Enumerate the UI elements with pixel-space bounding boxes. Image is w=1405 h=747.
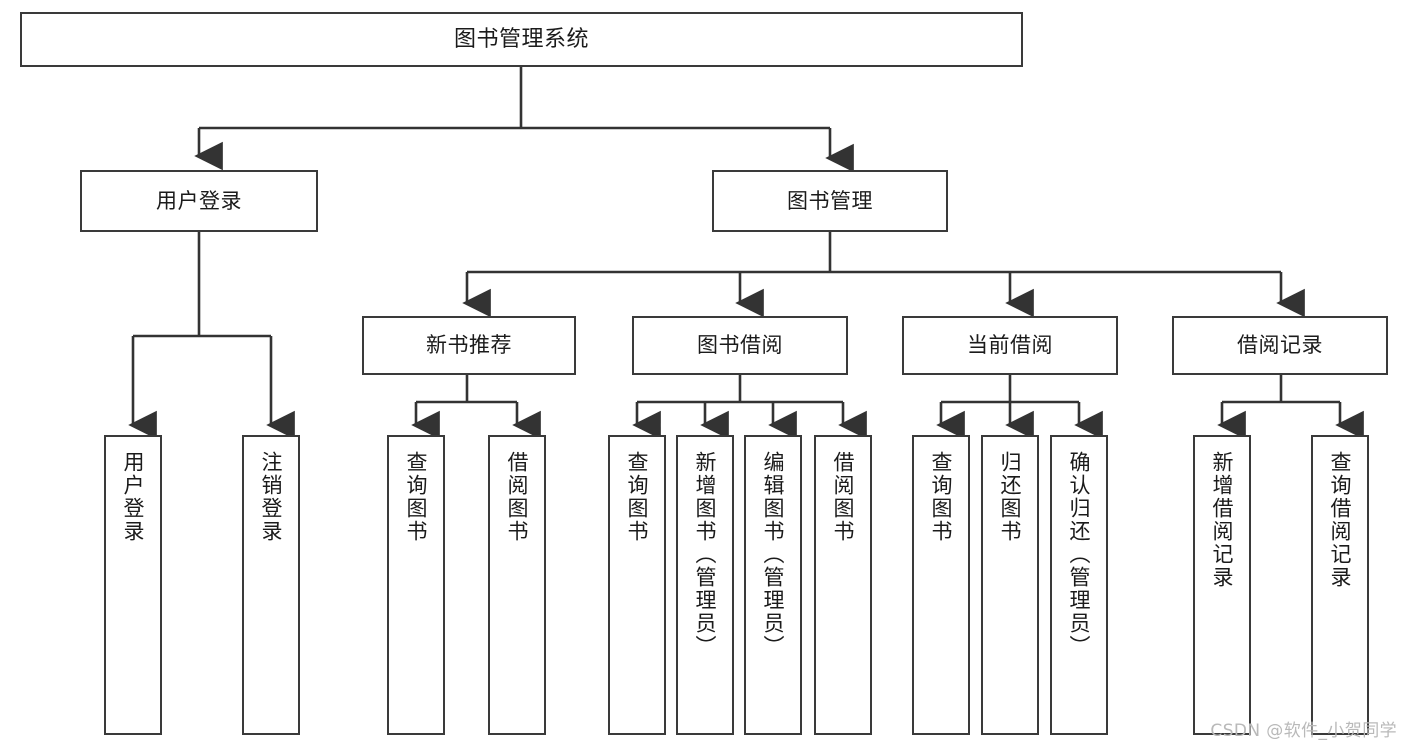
leaf-logout[interactable]: 注销登录 bbox=[242, 435, 300, 735]
leaf-currentborrow-return-book[interactable]: 归还图书 bbox=[981, 435, 1039, 735]
node-label: 编辑图书（管理员） bbox=[761, 451, 786, 658]
node-label: 当前借阅 bbox=[967, 333, 1053, 358]
node-root-system[interactable]: 图书管理系统 bbox=[20, 12, 1023, 67]
node-label: 借阅记录 bbox=[1237, 333, 1323, 358]
leaf-currentborrow-confirm-return[interactable]: 确认归还（管理员） bbox=[1050, 435, 1108, 735]
node-label: 图书管理 bbox=[787, 188, 873, 213]
leaf-bookborrow-borrow-book[interactable]: 借阅图书 bbox=[814, 435, 872, 735]
node-label: 用户登录 bbox=[121, 451, 146, 543]
node-label: 新增图书（管理员） bbox=[693, 451, 718, 658]
node-current-borrow[interactable]: 当前借阅 bbox=[902, 316, 1118, 375]
node-label: 图书借阅 bbox=[697, 333, 783, 358]
node-label: 查询图书 bbox=[929, 451, 954, 543]
node-label: 图书管理系统 bbox=[453, 26, 589, 52]
node-label: 新增借阅记录 bbox=[1210, 451, 1235, 589]
node-user-login[interactable]: 用户登录 bbox=[80, 170, 318, 232]
leaf-borrowrecord-add-record[interactable]: 新增借阅记录 bbox=[1193, 435, 1251, 735]
node-label: 借阅图书 bbox=[505, 451, 530, 543]
node-label: 确认归还（管理员） bbox=[1067, 451, 1092, 658]
node-borrow-record[interactable]: 借阅记录 bbox=[1172, 316, 1388, 375]
node-label: 注销登录 bbox=[259, 451, 284, 543]
node-book-borrow[interactable]: 图书借阅 bbox=[632, 316, 848, 375]
leaf-borrowrecord-query-record[interactable]: 查询借阅记录 bbox=[1311, 435, 1369, 735]
csdn-watermark: CSDN @软件_小贺同学 bbox=[1210, 721, 1397, 741]
leaf-bookborrow-edit-book[interactable]: 编辑图书（管理员） bbox=[744, 435, 802, 735]
node-label: 查询借阅记录 bbox=[1328, 451, 1353, 589]
node-label: 归还图书 bbox=[998, 451, 1023, 543]
leaf-currentborrow-query-book[interactable]: 查询图书 bbox=[912, 435, 970, 735]
node-label: 查询图书 bbox=[625, 451, 650, 543]
leaf-bookborrow-query-book[interactable]: 查询图书 bbox=[608, 435, 666, 735]
node-label: 查询图书 bbox=[404, 451, 429, 543]
node-label: 用户登录 bbox=[156, 188, 242, 213]
leaf-bookborrow-add-book[interactable]: 新增图书（管理员） bbox=[676, 435, 734, 735]
node-book-manage[interactable]: 图书管理 bbox=[712, 170, 948, 232]
node-label: 借阅图书 bbox=[831, 451, 856, 543]
node-label: 新书推荐 bbox=[426, 333, 512, 358]
leaf-user-login[interactable]: 用户登录 bbox=[104, 435, 162, 735]
node-new-book-recommend[interactable]: 新书推荐 bbox=[362, 316, 576, 375]
leaf-newbook-borrow-book[interactable]: 借阅图书 bbox=[488, 435, 546, 735]
leaf-newbook-query-book[interactable]: 查询图书 bbox=[387, 435, 445, 735]
